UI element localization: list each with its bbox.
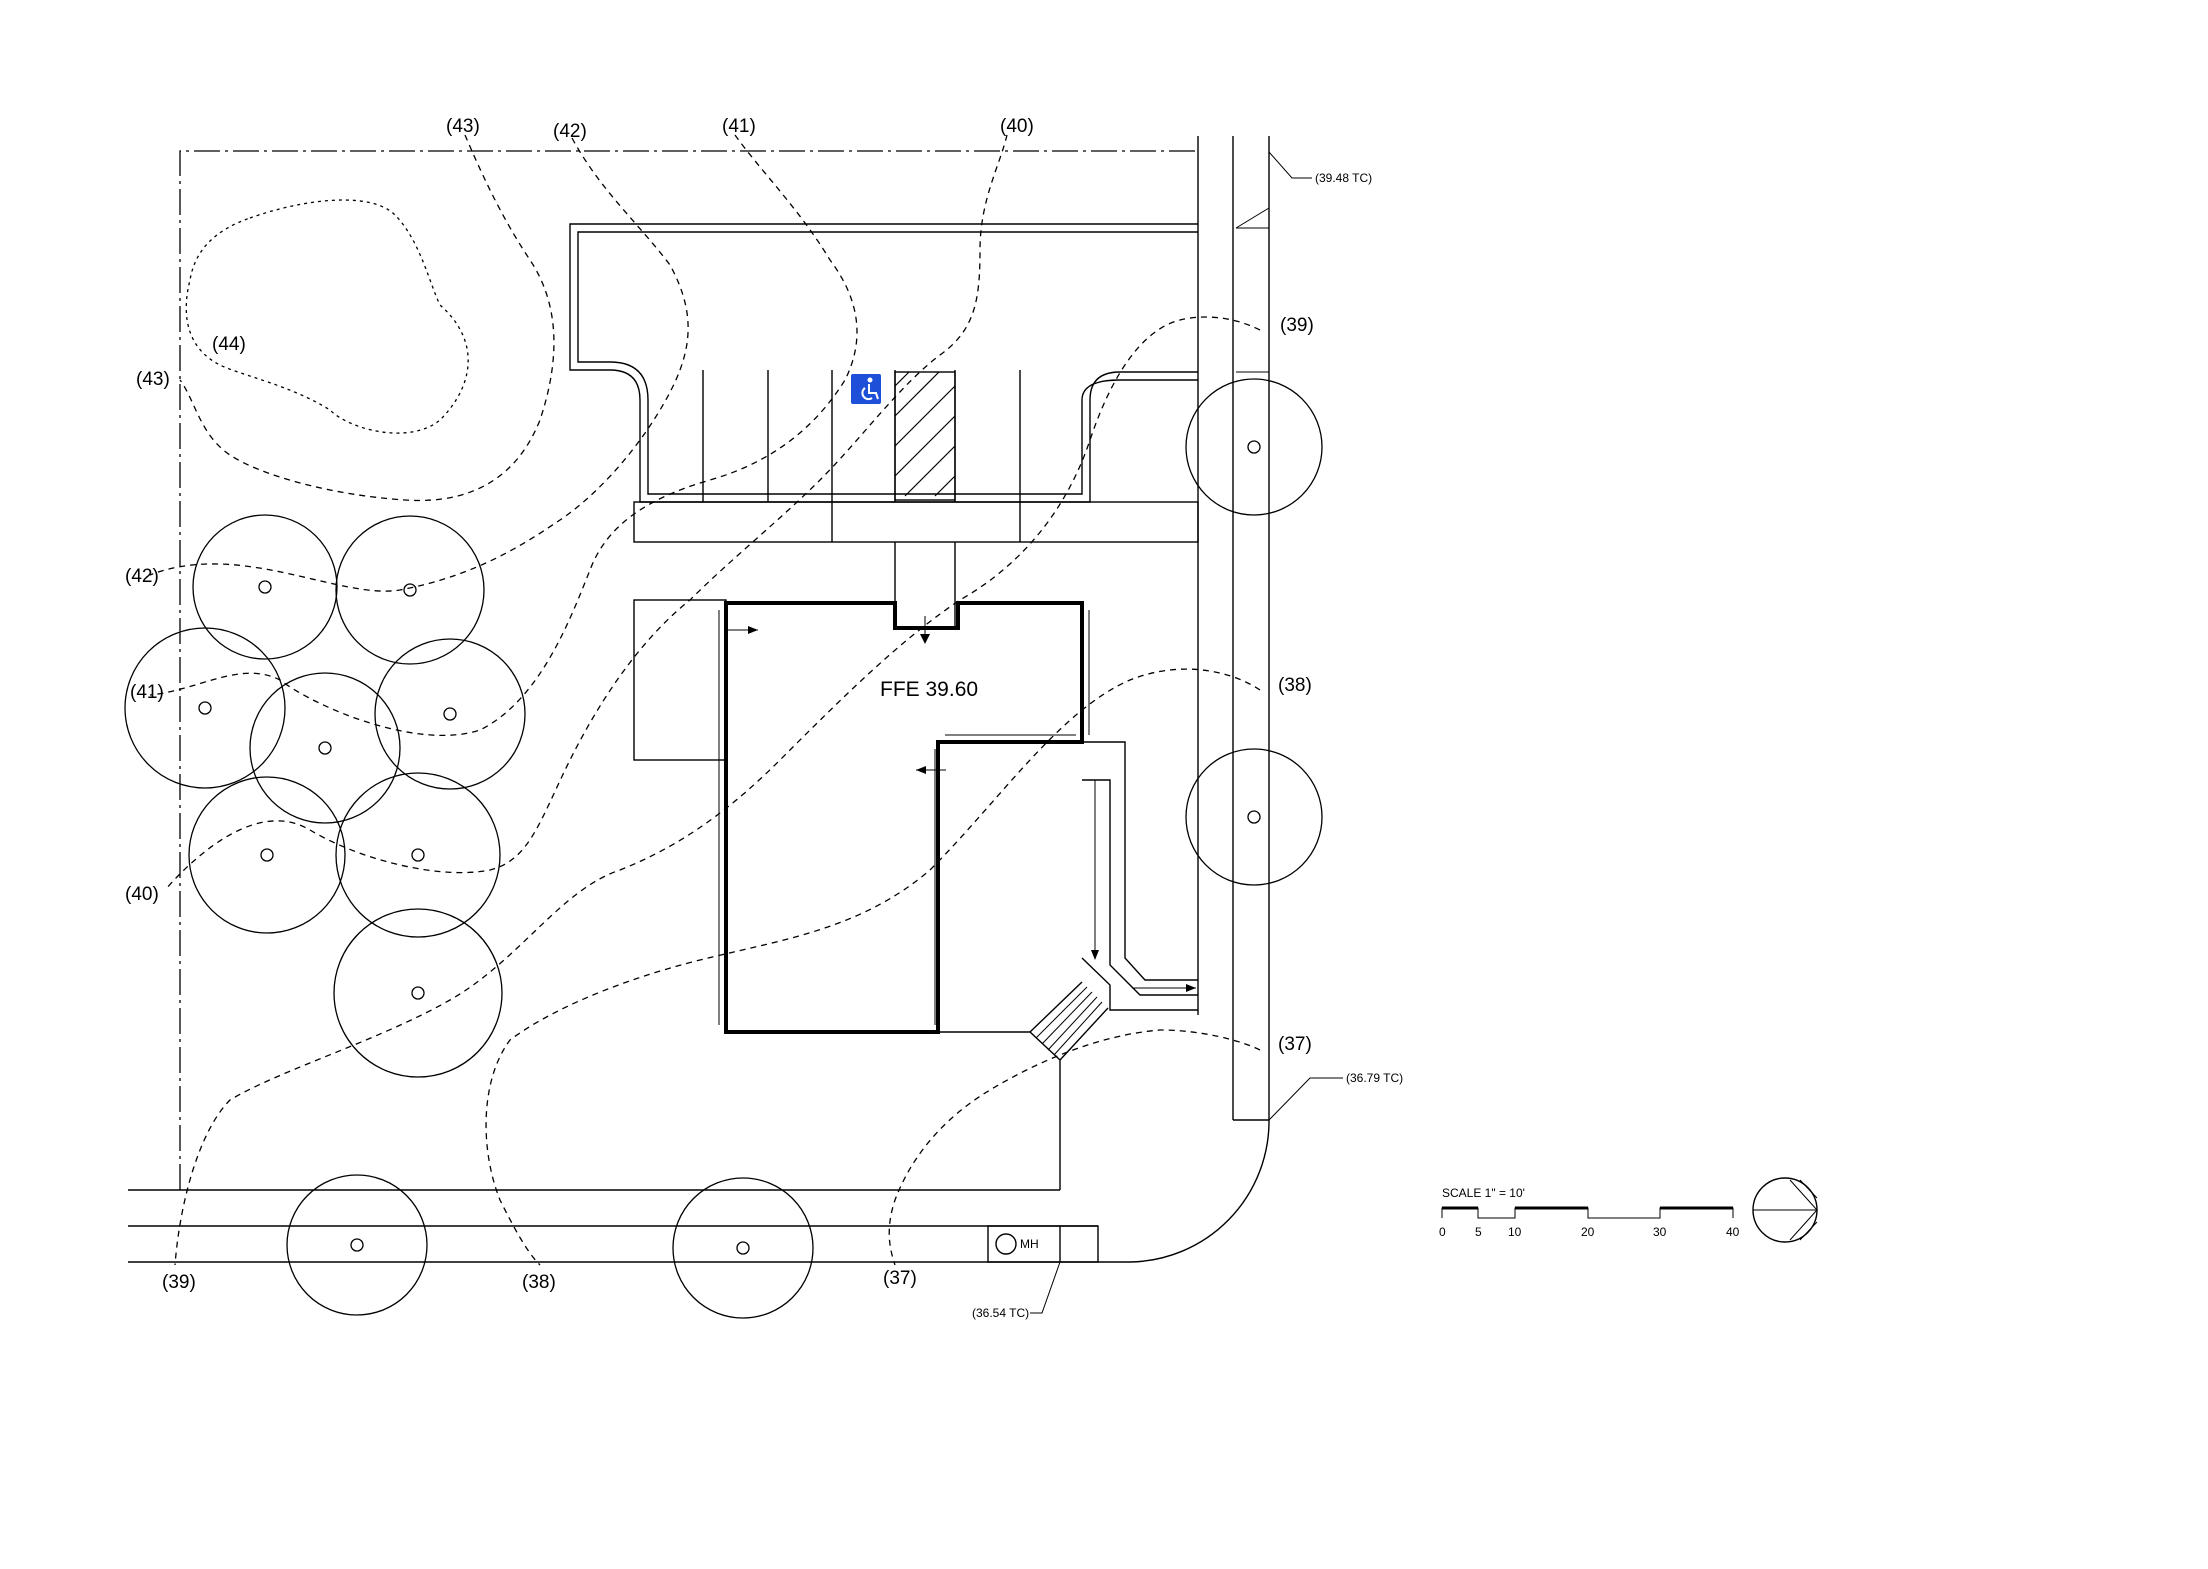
patio-west [633,599,727,761]
tree [1185,378,1323,516]
scale-bar: SCALE 1" = 10' 0 5 10 20 30 40 [1439,1186,1740,1239]
ramp-and-stairs [938,741,1198,1190]
parking-lot [569,223,1199,543]
trees [124,378,1323,1319]
contour-label: (40) [1000,116,1034,137]
contour-label: (39) [162,1272,196,1293]
manhole-label: MH [1020,1237,1039,1251]
contour-label: (41) [722,116,756,137]
contour-label: (43) [446,116,480,137]
building-footprint [718,601,1090,1034]
tree [188,776,346,934]
elevation-tc-top: (39.48 TC) [1315,171,1372,185]
property-line [179,150,1195,1190]
sidewalk-east [1197,136,1270,1121]
contour-label: (41) [130,682,164,703]
contour-label: (42) [125,566,159,587]
elevation-tc-bottom: (36.54 TC) [972,1306,1029,1320]
scale-tick: 10 [1508,1225,1522,1239]
contour-lines [149,134,1261,1266]
scale-tick: 40 [1726,1225,1740,1239]
accessible-aisle-hatch [894,371,956,501]
ffe-label: FFE 39.60 [880,678,978,701]
contour-label: (40) [125,884,159,905]
contour-label: (44) [212,334,246,355]
tree [1185,748,1323,886]
north-arrow-icon [1752,1177,1818,1243]
tree [374,638,526,790]
manhole: MH [987,1225,1099,1263]
scale-title: SCALE 1" = 10' [1442,1186,1525,1200]
contour-label: (37) [883,1268,917,1289]
tree [335,515,485,665]
tree [672,1177,814,1319]
contour-labels: (43) (42) (41) (40) (44) (43) (42) (41) … [125,116,1314,1293]
contour-label: (37) [1278,1034,1312,1055]
wheelchair-icon [851,374,881,404]
scale-tick: 5 [1475,1225,1482,1239]
contour-label: (43) [136,369,170,390]
tree [335,772,501,938]
contour-label: (39) [1280,315,1314,336]
tree [249,672,401,824]
scale-tick: 20 [1581,1225,1595,1239]
contour-label: (38) [522,1272,556,1293]
elevation-callouts: (39.48 TC) (36.79 TC) (36.54 TC) [972,151,1403,1320]
scale-tick: 30 [1653,1225,1667,1239]
elevation-tc-right: (36.79 TC) [1346,1071,1403,1085]
contour-label: (38) [1278,675,1312,696]
contour-label: (42) [553,121,587,142]
scale-tick: 0 [1439,1225,1446,1239]
tree [124,627,286,789]
tree [192,514,338,660]
tree [286,1174,428,1316]
tree [333,908,503,1078]
